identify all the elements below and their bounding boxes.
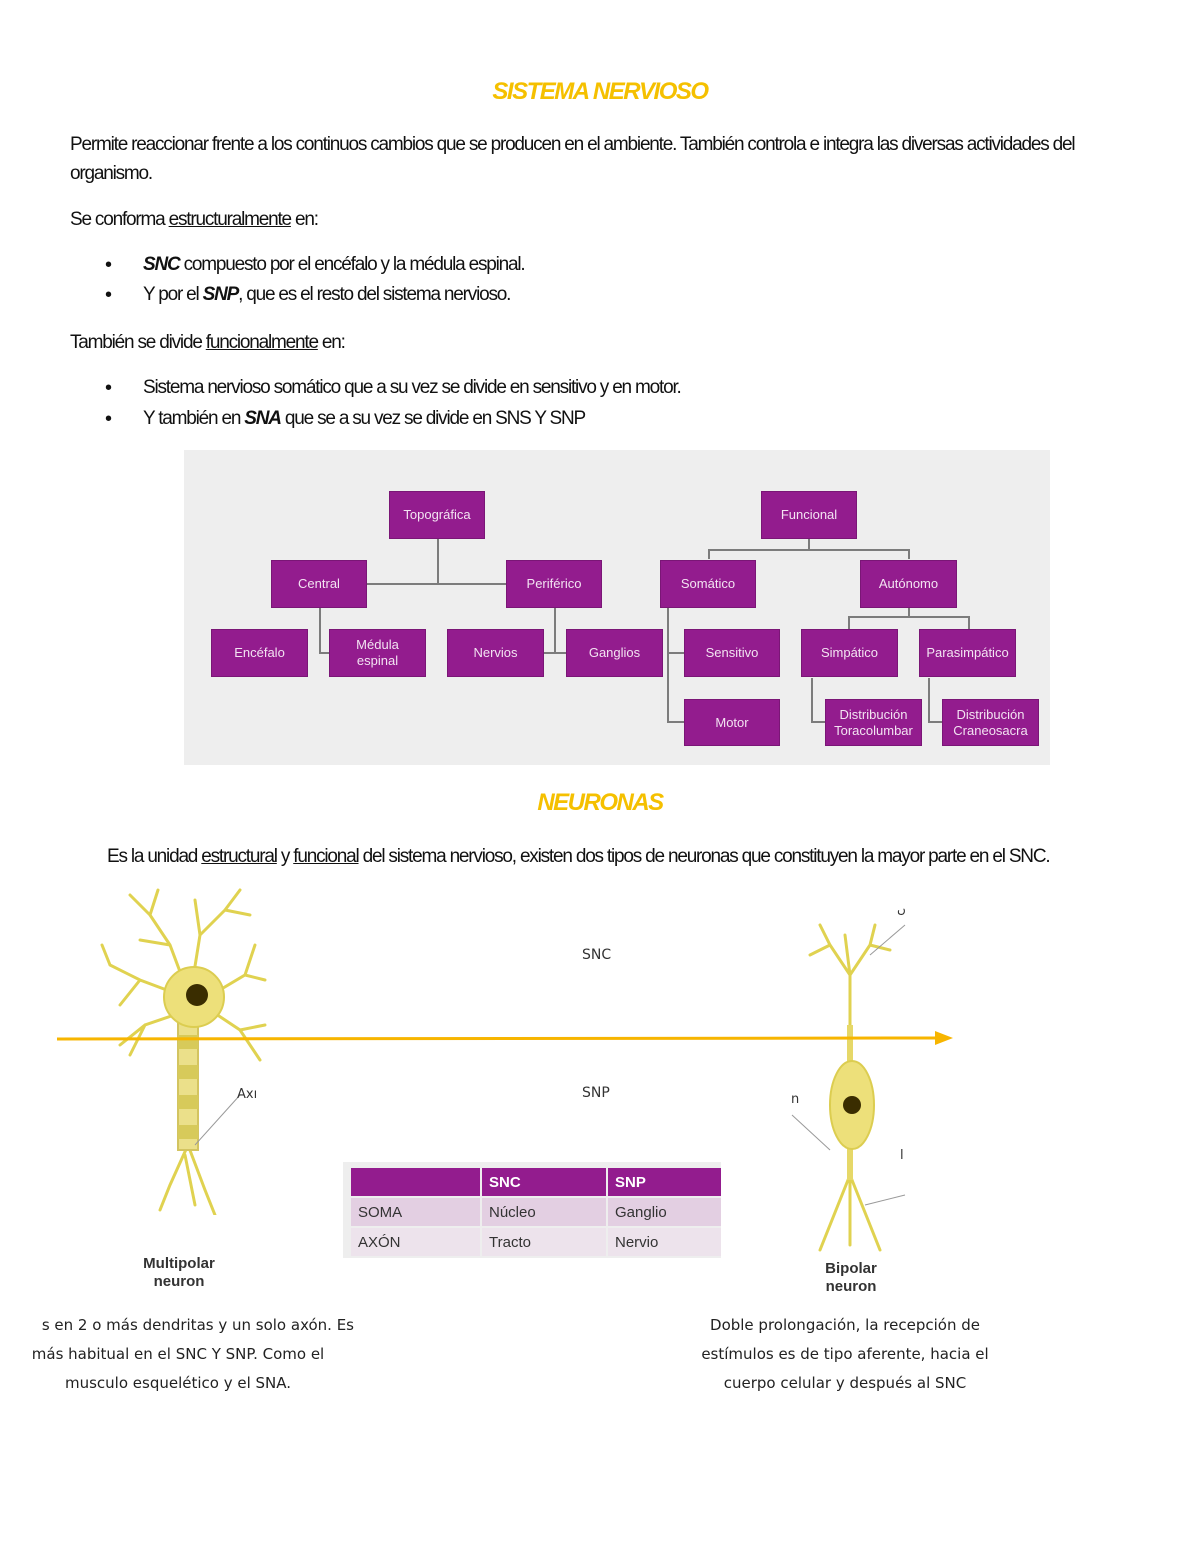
node-motor: Motor	[684, 699, 780, 746]
node-autonomo: Autónomo	[860, 560, 957, 608]
medula-line2: espinal	[356, 653, 399, 668]
node-somatico: Somático	[660, 560, 756, 608]
bipolar-label-line1: Bipolar	[825, 1260, 877, 1277]
node-topografica: Topográfica	[389, 491, 485, 539]
functional-lead: También se divide funcionalmente en:	[70, 328, 346, 357]
label-snc: SNC	[582, 947, 612, 963]
structural-lead-suffix: en:	[290, 209, 319, 230]
node-sensitivo: Sensitivo	[684, 629, 780, 677]
multipolar-caption: s en 2 o más dendritas y un solo axón. E…	[0, 1311, 356, 1398]
neuronas-intro-prefix: Es la unidad	[107, 846, 202, 867]
table-header-snc: SNC	[480, 1168, 607, 1197]
multipolar-caption-line3: musculo esquelético y el SNA.	[64, 1374, 292, 1392]
intro-paragraph: Permite reaccionar frente a los continuo…	[70, 134, 1076, 184]
label-snp: SNP	[582, 1085, 610, 1101]
node-funcional: Funcional	[761, 491, 857, 539]
node-ganglios: Ganglios	[566, 629, 663, 677]
neuronas-intro: Es la unidad estructural y funcional del…	[107, 842, 1187, 871]
neuronas-heading: NEURONAS	[537, 789, 664, 816]
page-title: SISTEMA NERVIOSO	[492, 78, 709, 105]
table-cell: AXÓN	[349, 1226, 481, 1256]
axon-label-fragment: Axı	[237, 1087, 258, 1102]
table-cell: Ganglio	[606, 1196, 721, 1227]
classification-diagram: Topográfica Funcional Central Periférico…	[184, 450, 1050, 765]
multipolar-caption-line2: más habitual en el SNC Y SNP. Como el	[31, 1345, 325, 1363]
structural-keyword: estructuralmente	[168, 209, 293, 230]
list-item-somatico: Sistema nervioso somático que a su vez s…	[105, 377, 682, 400]
sna-term: SNA	[244, 408, 282, 429]
table-cell: Núcleo	[480, 1196, 607, 1227]
keyword-estructural: estructural	[201, 846, 278, 867]
table-header-snp: SNP	[606, 1168, 721, 1197]
table-cell: Nervio	[606, 1226, 721, 1256]
structural-lead: Se conforma estructuralmente en:	[70, 205, 319, 234]
bipolar-neuron-illustration	[791, 923, 906, 1252]
fragment-n: n	[791, 1092, 800, 1107]
sna-description: que se a su vez se divide en SNS Y SNP	[280, 408, 586, 429]
snc-snp-table: SNC SNP SOMA Núcleo Ganglio AXÓN Tracto …	[343, 1162, 721, 1258]
list-item-sna: Y también en SNA que se a su vez se divi…	[105, 408, 586, 431]
craneo-line2: Craneosacra	[953, 722, 1028, 738]
bipolar-caption: Doble prolongación, la recepción de estí…	[660, 1311, 1030, 1398]
toraco-line2: Toracolumbar	[834, 722, 913, 738]
functional-lead-suffix: en:	[317, 332, 346, 353]
table-header-row: SNC SNP	[349, 1168, 721, 1197]
craneo-line1: Distribución	[956, 706, 1025, 722]
table-row: AXÓN Tracto Nervio	[349, 1226, 721, 1256]
neuronas-intro-suffix: del sistema nervioso, existen dos tipos …	[358, 846, 1051, 867]
node-encefalo: Encéfalo	[211, 629, 308, 677]
snc-snp-divider-arrow	[56, 1031, 953, 1045]
medula-line1: Médula	[356, 637, 399, 652]
bipolar-label-line2: neuron	[825, 1278, 877, 1295]
functional-keyword: funcionalmente	[205, 332, 319, 353]
table-header-empty	[349, 1168, 481, 1197]
snp-prefix: Y por el	[143, 284, 203, 305]
bipolar-caption-line2: estímulos es de tipo aferente, hacia el	[701, 1345, 989, 1363]
table-cell: Tracto	[480, 1226, 607, 1256]
functional-lead-prefix: También se divide	[70, 332, 206, 353]
node-nervios: Nervios	[447, 629, 544, 677]
node-simpatico: Simpático	[801, 629, 898, 677]
keyword-funcional: funcional	[293, 846, 359, 867]
neuronas-intro-mid: y	[276, 846, 294, 867]
table-cell: SOMA	[349, 1196, 481, 1227]
snp-description: , que es el resto del sistema nervioso.	[238, 284, 511, 305]
snc-term: SNC	[143, 254, 181, 275]
structural-lead-prefix: Se conforma	[70, 209, 169, 230]
node-central: Central	[271, 560, 367, 608]
toraco-line1: Distribución	[839, 706, 908, 722]
bipolar-caption-line3: cuerpo celular y después al SNC	[723, 1374, 967, 1392]
sna-prefix: Y también en	[143, 408, 245, 429]
multipolar-label-line1: Multipolar	[143, 1255, 215, 1272]
snc-description: compuesto por el encéfalo y la médula es…	[179, 254, 526, 275]
multipolar-label-line2: neuron	[153, 1273, 205, 1290]
node-parasimpatico: Parasimpático	[919, 629, 1016, 677]
list-item-snp: Y por el SNP, que es el resto del sistem…	[105, 284, 511, 307]
snp-term: SNP	[202, 284, 240, 305]
fragment-top: ں	[897, 902, 906, 916]
list-item-snc: SNC compuesto por el encéfalo y la médul…	[105, 254, 526, 277]
fragment-bar: l	[900, 1148, 904, 1163]
multipolar-caption-line1: s en 2 o más dendritas y un solo axón. E…	[41, 1316, 354, 1334]
somatico-description: Sistema nervioso somático que a su vez s…	[143, 377, 682, 398]
bipolar-caption-line1: Doble prolongación, la recepción de	[710, 1316, 980, 1334]
node-periferico: Periférico	[506, 560, 602, 608]
table-row: SOMA Núcleo Ganglio	[349, 1196, 721, 1227]
multipolar-neuron-illustration	[100, 888, 267, 1215]
